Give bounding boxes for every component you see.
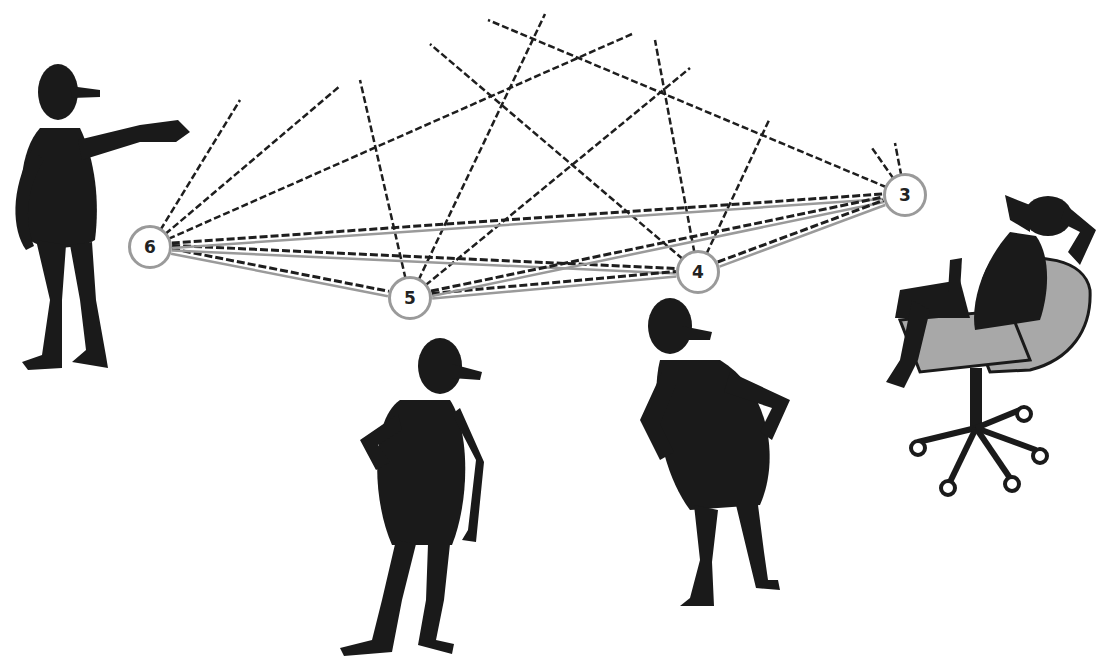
node-circle: 6 xyxy=(128,225,172,269)
leg xyxy=(680,505,718,606)
cap-bill xyxy=(452,364,482,380)
leg xyxy=(736,505,780,590)
loose-line xyxy=(150,86,340,247)
connector xyxy=(432,271,677,298)
connector-line xyxy=(432,202,884,296)
connector xyxy=(718,200,886,266)
arm xyxy=(452,408,484,542)
hand xyxy=(948,258,962,292)
loose-line xyxy=(360,80,410,298)
node-circle: 4 xyxy=(676,250,720,294)
pointing-figure xyxy=(15,64,190,370)
node-number: 5 xyxy=(404,290,416,307)
node-number: 3 xyxy=(899,187,911,204)
leg xyxy=(70,242,108,368)
arm xyxy=(15,150,44,250)
seated-figure xyxy=(886,195,1096,388)
connector-line xyxy=(718,200,884,262)
leg xyxy=(418,544,454,654)
loose-line xyxy=(698,118,770,272)
arm xyxy=(1060,205,1096,265)
arm xyxy=(724,372,790,440)
node-circle: 3 xyxy=(883,173,927,217)
node-number: 4 xyxy=(692,264,704,281)
body xyxy=(974,232,1047,330)
arm xyxy=(360,414,402,470)
cap-bill xyxy=(70,86,100,98)
cap-bill xyxy=(682,326,712,340)
connector xyxy=(431,197,884,296)
node-number: 6 xyxy=(144,239,156,256)
leg xyxy=(22,240,66,370)
loose-line xyxy=(430,44,698,272)
loose-lines xyxy=(150,14,905,298)
loose-line xyxy=(488,20,905,195)
leg xyxy=(886,300,930,388)
node-circle: 5 xyxy=(388,276,432,320)
chair-post xyxy=(970,368,982,428)
leg xyxy=(340,540,416,656)
connector-line xyxy=(719,205,885,267)
chair-figure xyxy=(886,195,1096,495)
connector-line xyxy=(431,197,883,291)
arm xyxy=(1005,195,1030,232)
chair-wheels xyxy=(911,407,1047,495)
head xyxy=(648,298,692,354)
arm xyxy=(78,120,190,160)
standing-figure xyxy=(640,298,790,606)
standing-figure xyxy=(340,338,484,656)
connector xyxy=(172,246,676,274)
arm xyxy=(640,372,676,460)
loose-line xyxy=(410,14,545,298)
